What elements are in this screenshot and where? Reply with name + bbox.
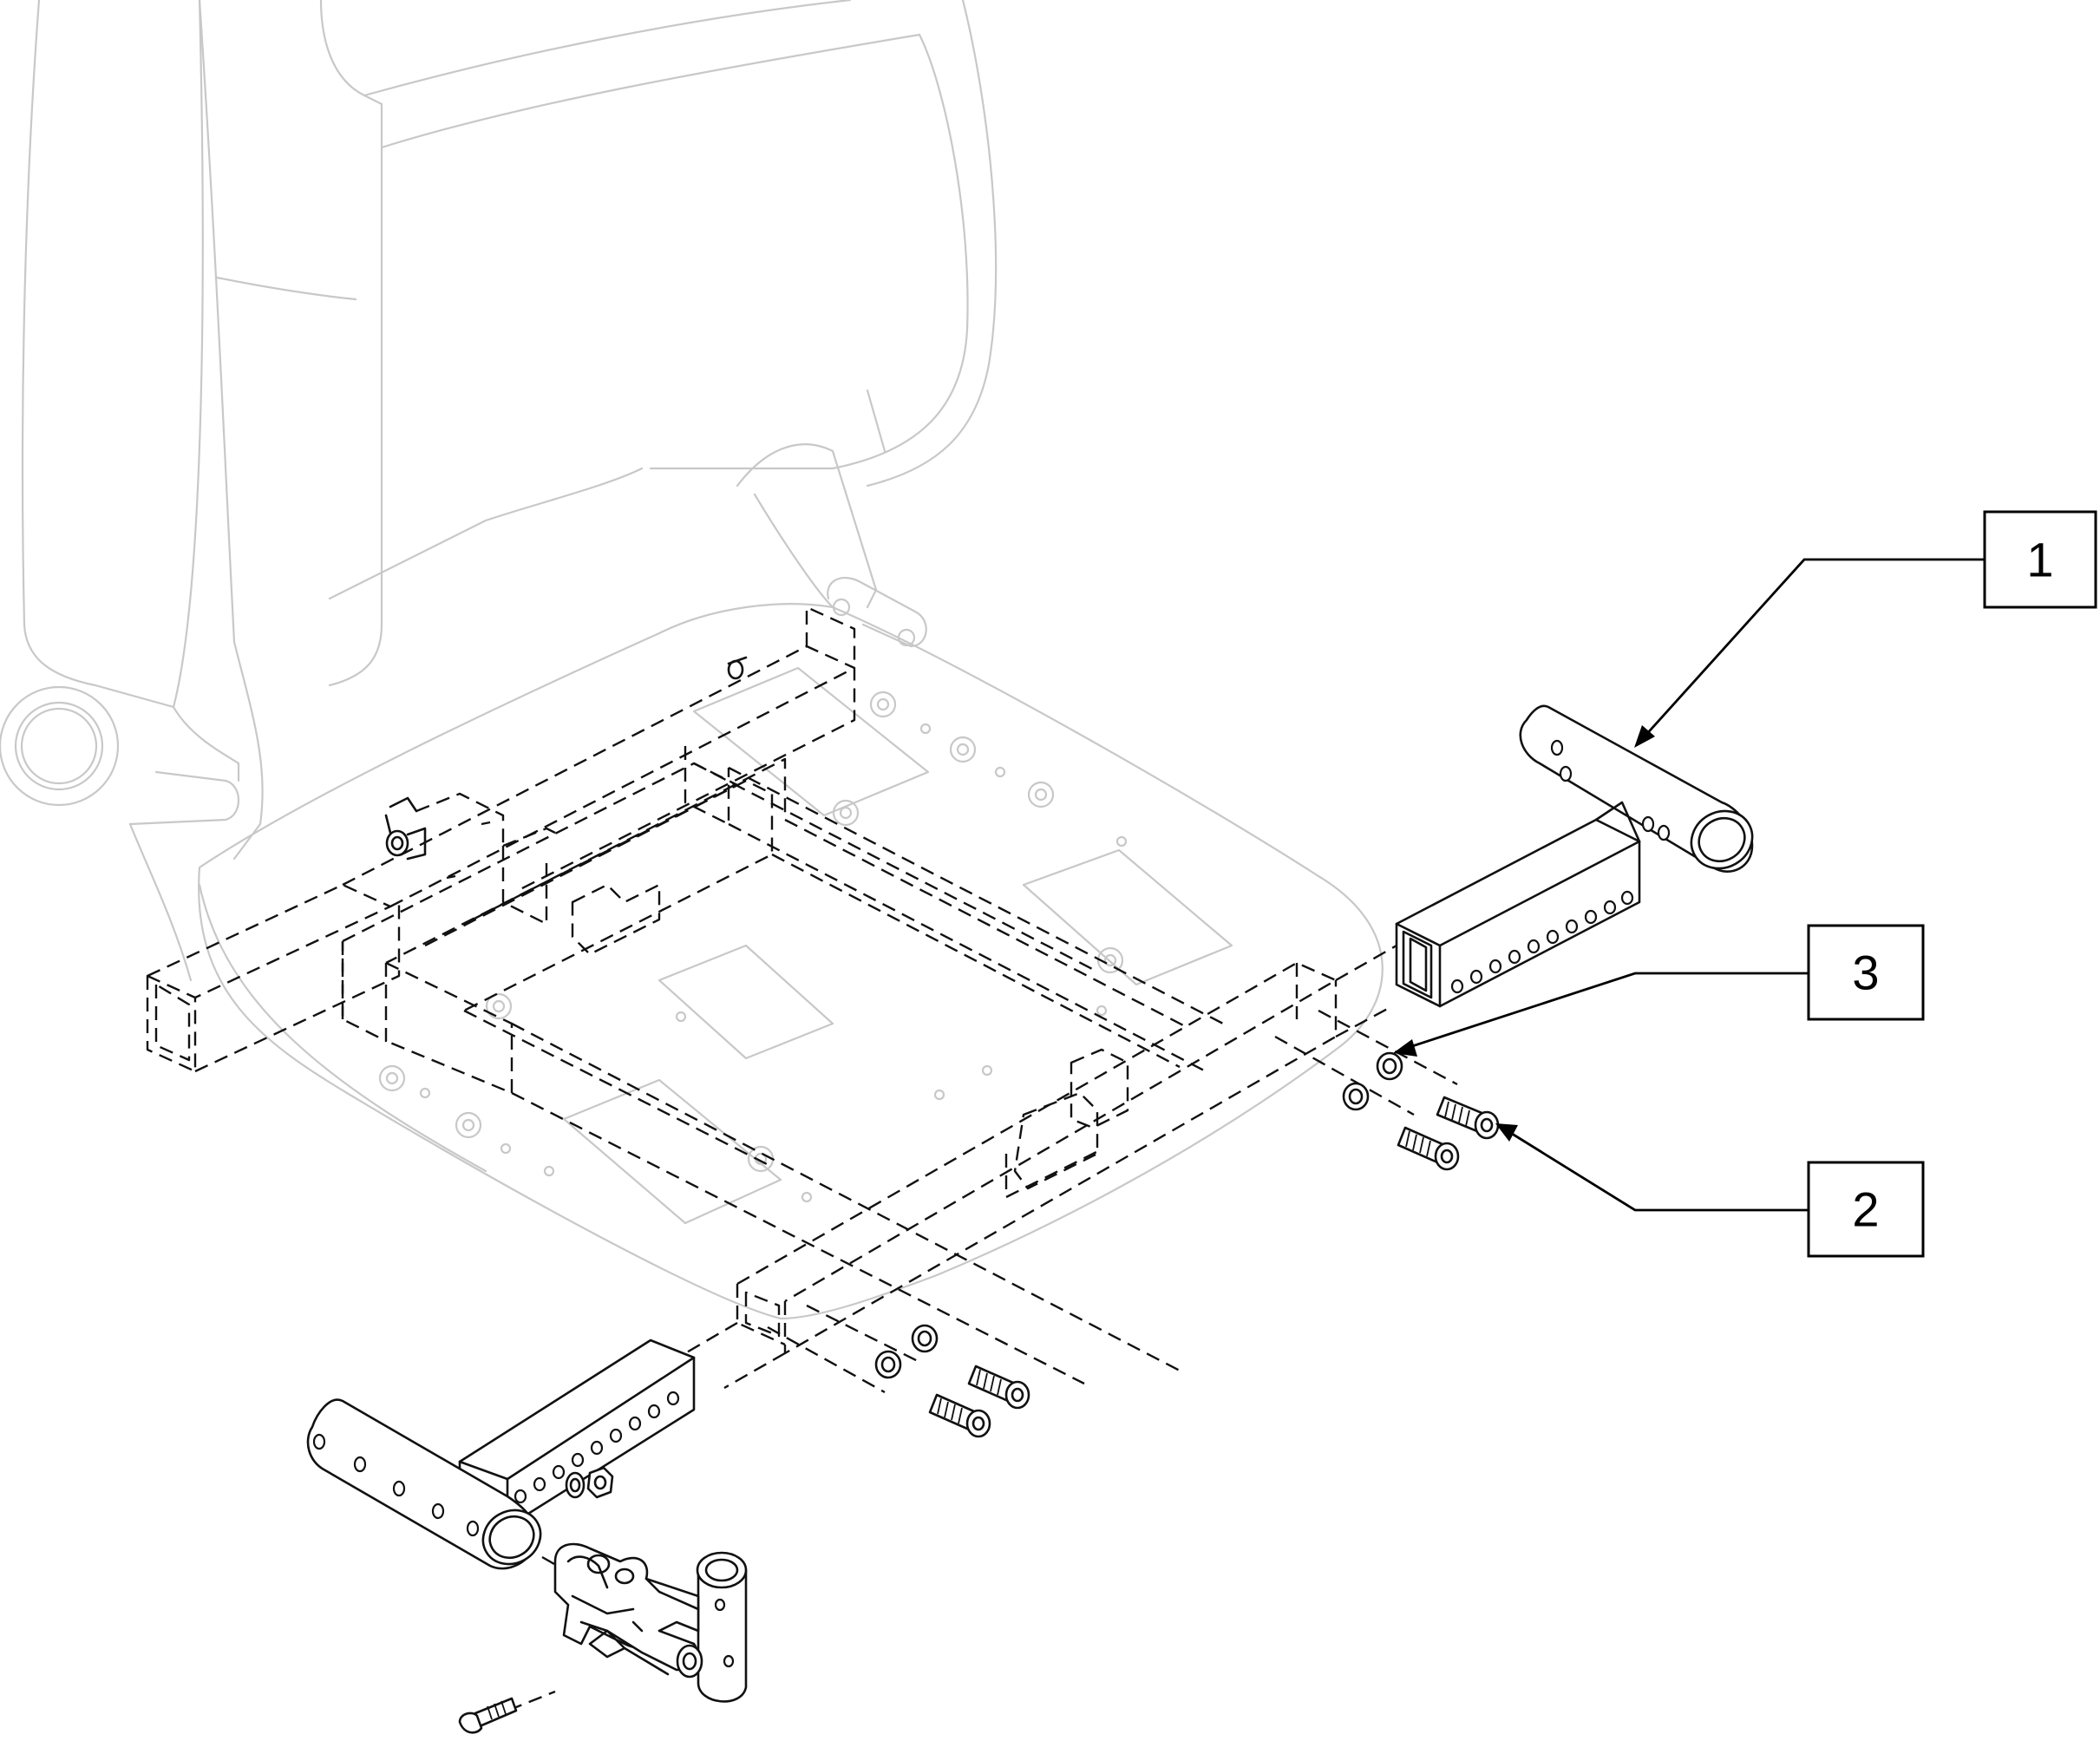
caster-bolt (458, 1697, 518, 1734)
plate-holes (378, 691, 1128, 1203)
screw-group-right (1397, 1096, 1500, 1171)
frame-tube-crossbar-right (1395, 704, 1754, 1008)
callout-1: 1 (1634, 510, 2097, 748)
screw-group-front (928, 1365, 1030, 1438)
caster-bracket (553, 1542, 748, 1703)
callout-2: 2 (1495, 1123, 1925, 1258)
callout-2-label: 2 (1852, 1182, 1879, 1237)
callout-1-label: 1 (2026, 533, 2053, 587)
callout-3-label: 3 (1852, 946, 1879, 1000)
frame-tube-crossbar-left (306, 1338, 696, 1570)
rear-bracket-bolt (384, 796, 427, 861)
seat-background (0, 0, 1384, 1320)
washer-group-front (874, 1324, 939, 1379)
callouts: 1 3 2 (1393, 510, 2097, 1258)
nut-and-washer-left (565, 1466, 614, 1499)
washer-group-right (1342, 1051, 1403, 1111)
top-bracket-bolt (727, 656, 748, 680)
callout-3: 3 (1393, 924, 1925, 1057)
phantom-frame (146, 605, 1458, 1728)
